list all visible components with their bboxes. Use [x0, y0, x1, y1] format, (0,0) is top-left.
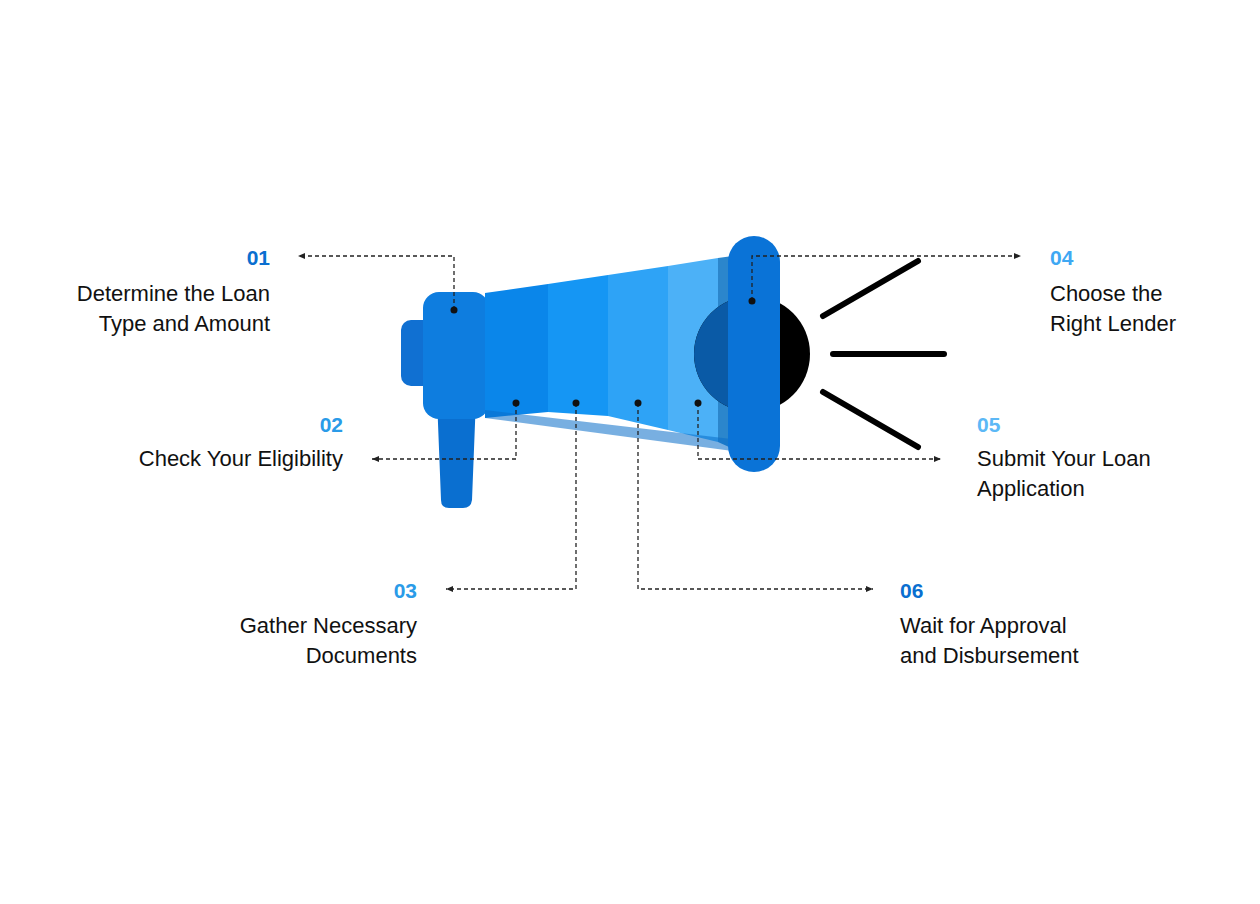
leader-dots	[451, 298, 756, 407]
cone-stripe	[485, 284, 548, 418]
megaphone-rim	[728, 236, 780, 472]
step-text: Wait for Approval and Disbursement	[900, 611, 1105, 671]
cone-stripe	[548, 275, 608, 416]
cone-stripe	[608, 266, 668, 430]
callout-number: 06	[900, 578, 1020, 604]
step-text: Check Your Eligibility	[63, 444, 343, 474]
callout-number: 03	[297, 578, 417, 604]
callout-number: 04	[1050, 245, 1170, 271]
callout-number: 05	[977, 412, 1097, 438]
sound-lines	[823, 261, 944, 447]
leader-lines	[298, 256, 1021, 589]
step-text: Determine the Loan Type and Amount	[42, 279, 270, 339]
cone-shade	[485, 410, 740, 452]
callout-number: 02	[223, 412, 343, 438]
megaphone-body	[423, 292, 489, 419]
step-text: Choose the Right Lender	[1050, 279, 1200, 339]
callout-number: 01	[150, 245, 270, 271]
step-text: Submit Your Loan Application	[977, 444, 1182, 504]
step-text: Gather Necessary Documents	[205, 611, 417, 671]
